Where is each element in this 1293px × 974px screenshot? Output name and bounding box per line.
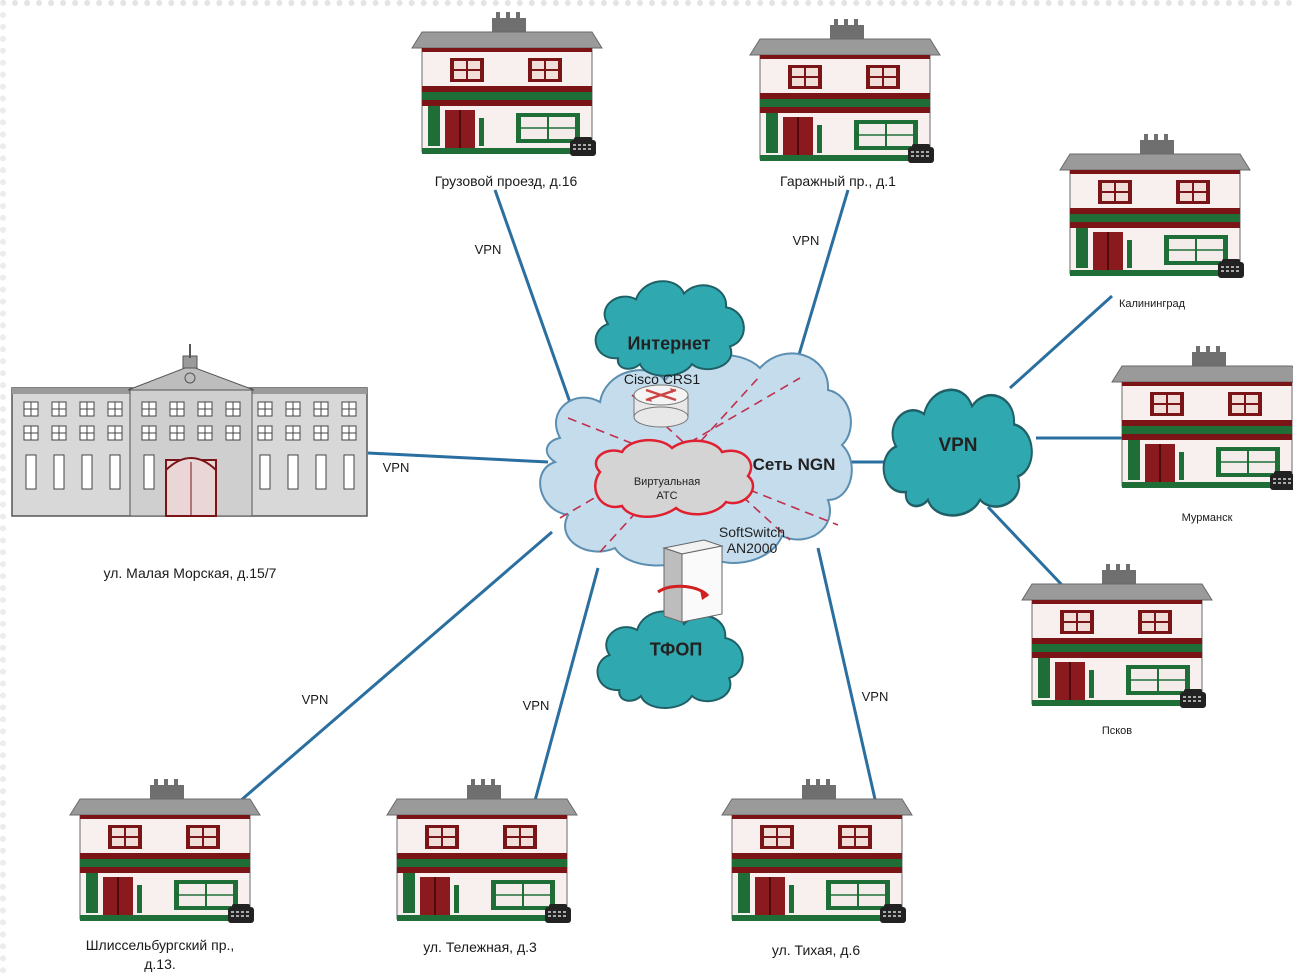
link-kaliningrad bbox=[1008, 294, 1114, 390]
softswitch-label-line2: AN2000 bbox=[726, 540, 778, 556]
headquarters-building bbox=[11, 344, 368, 517]
link-gruzovoy bbox=[493, 189, 580, 426]
virtual-ats-label: Виртуальная АТС bbox=[634, 475, 700, 503]
office-label-kaliningrad: Калининград bbox=[1118, 298, 1186, 310]
hq-window-frame bbox=[342, 402, 356, 416]
hq-window-frame bbox=[258, 426, 272, 440]
office-kaliningrad bbox=[1059, 133, 1251, 279]
hq-window-frame bbox=[52, 402, 66, 416]
link-garazhny bbox=[796, 189, 850, 359]
hq-window-frame bbox=[108, 426, 122, 440]
office-telezhnaya bbox=[386, 778, 578, 924]
virtual-ats-label-line1: Виртуальная bbox=[633, 476, 701, 488]
vpn-label-hq: VPN bbox=[382, 460, 410, 475]
hq-window-frame bbox=[24, 402, 38, 416]
hq-tall-window bbox=[343, 454, 355, 490]
office-shlisselburg bbox=[69, 778, 261, 924]
vpn-cloud-label: VPN bbox=[938, 435, 978, 456]
office-pskov bbox=[1021, 563, 1213, 709]
hq-window-frame bbox=[314, 426, 328, 440]
office-tikhaya bbox=[721, 778, 913, 924]
hq-window-frame bbox=[286, 426, 300, 440]
hq-window-frame bbox=[24, 426, 38, 440]
hq-window-frame bbox=[226, 426, 240, 440]
router-label: Cisco CRS1 bbox=[623, 371, 701, 387]
office-label-gruzovoy: Грузовой проезд, д.16 bbox=[434, 173, 578, 189]
headquarters-label: ул. Малая Морская, д.15/7 bbox=[103, 565, 277, 581]
hq-tall-window bbox=[81, 454, 93, 490]
link-shlisselburg bbox=[231, 530, 553, 810]
link-hq bbox=[367, 451, 549, 464]
office-label-murmansk: Мурманск bbox=[1181, 512, 1233, 524]
softswitch-label-line1: SoftSwitch bbox=[718, 524, 786, 540]
hq-window-frame bbox=[52, 426, 66, 440]
hq-window-frame bbox=[142, 402, 156, 416]
hq-window-frame bbox=[226, 402, 240, 416]
link-pskov bbox=[986, 505, 1064, 587]
hq-window-frame bbox=[170, 426, 184, 440]
internet-cloud-shape bbox=[594, 280, 745, 377]
hq-window-frame bbox=[258, 402, 272, 416]
vpn-label-bottom-left: VPN bbox=[301, 692, 329, 707]
hq-tall-window bbox=[53, 454, 65, 490]
link-lines bbox=[231, 189, 1125, 810]
link-tikhaya bbox=[816, 547, 879, 809]
vpn-label-top-left: VPN bbox=[474, 242, 502, 257]
pstn-cloud-label: ТФОП bbox=[649, 639, 703, 660]
virtual-ats-label-line2: АТС bbox=[656, 490, 678, 502]
office-label-telezhnaya: ул. Тележная, д.3 bbox=[423, 939, 537, 955]
hq-window-frame bbox=[80, 402, 94, 416]
ngn-cloud-label: Сеть NGN bbox=[752, 455, 836, 474]
office-label-pskov: Псков bbox=[1101, 725, 1133, 737]
softswitch-server-icon bbox=[657, 539, 724, 623]
vpn-label-bottom-right: VPN bbox=[861, 689, 889, 704]
hq-window-frame bbox=[198, 426, 212, 440]
hq-window-frame bbox=[142, 426, 156, 440]
hq-window-frame bbox=[286, 402, 300, 416]
hq-tall-window bbox=[287, 454, 299, 490]
hq-window-frame bbox=[314, 402, 328, 416]
office-garazhny bbox=[749, 18, 941, 164]
softswitch-label: SoftSwitch AN2000 bbox=[719, 524, 785, 556]
office-murmansk bbox=[1111, 345, 1293, 491]
link-telezhnaya bbox=[531, 567, 600, 809]
hq-window-frame bbox=[80, 426, 94, 440]
vpn-label-bottom-mid: VPN bbox=[522, 698, 550, 713]
office-gruzovoy bbox=[411, 11, 603, 157]
hq-window-frame bbox=[108, 402, 122, 416]
office-label-shlisselburg-line2: д.13. bbox=[144, 956, 176, 972]
internet-cloud-label: Интернет bbox=[627, 333, 711, 354]
hq-tall-window bbox=[259, 454, 271, 490]
office-label-tikhaya: ул. Тихая, д.6 bbox=[771, 942, 861, 958]
office-label-garazhny: Гаражный пр., д.1 bbox=[780, 173, 896, 189]
vpn-label-top-right: VPN bbox=[792, 233, 820, 248]
office-label-shlisselburg: Шлиссельбургский пр., bbox=[85, 937, 235, 953]
router-icon bbox=[633, 384, 689, 428]
hq-tall-window bbox=[25, 454, 37, 490]
hq-window-frame bbox=[198, 402, 212, 416]
hq-tall-window bbox=[143, 454, 155, 490]
hq-tall-window bbox=[315, 454, 327, 490]
hq-window-frame bbox=[170, 402, 184, 416]
hq-window-frame bbox=[342, 426, 356, 440]
virtual-ats-cloud-shape bbox=[594, 439, 755, 518]
hq-tall-window bbox=[109, 454, 121, 490]
